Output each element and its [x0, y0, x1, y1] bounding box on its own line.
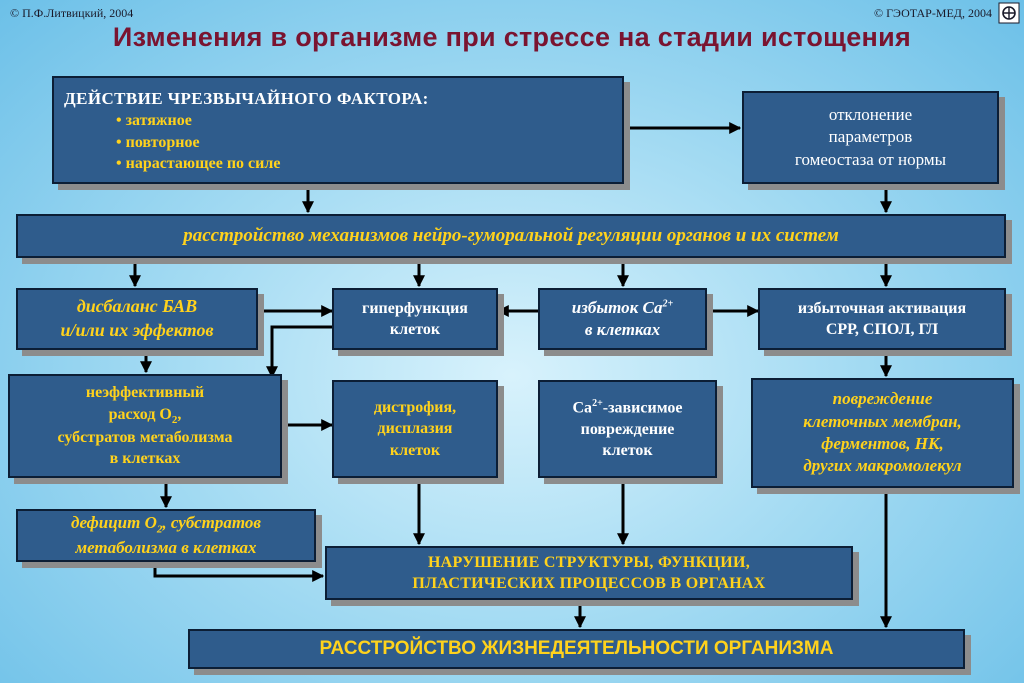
- disruption-line: НАРУШЕНИЕ СТРУКТУРЫ, ФУНКЦИИ,: [427, 553, 751, 571]
- factor-item: • повторное: [116, 133, 200, 151]
- ca-damage-line: клеток: [602, 441, 653, 459]
- arrow-deficit-to-disruption: [153, 562, 325, 582]
- deficit-line: дефицит О2, субстратов: [71, 512, 261, 536]
- ineffective-line: неэффективный: [85, 384, 205, 402]
- factor-heading: ДЕЙСТВИЕ ЧРЕЗВЫЧАЙНОГО ФАКТОРА:: [64, 89, 429, 108]
- factor-box: ДЕЙСТВИЕ ЧРЕЗВЫЧАЙНОГО ФАКТОРА: • затяжн…: [52, 76, 624, 184]
- hyperfunction-box: гиперфункция клеток: [332, 288, 498, 350]
- ineffective-box: неэффективный расход О2, субстратов мета…: [8, 374, 282, 478]
- membrane-line: других макромолекул: [803, 456, 962, 476]
- calcium-excess-line: избыток Са2+: [571, 297, 674, 317]
- ineffective-line: в клетках: [109, 450, 181, 468]
- ca-damage-box: Са2+-зависимое повреждение клеток: [538, 380, 717, 478]
- homeostasis-line: параметров: [828, 127, 913, 147]
- organ-disruption-box: НАРУШЕНИЕ СТРУКТУРЫ, ФУНКЦИИ, ПЛАСТИЧЕСК…: [325, 546, 853, 600]
- bav-line: и/или их эффектов: [60, 320, 214, 340]
- membrane-damage-box: повреждение клеточных мембран, ферментов…: [751, 378, 1014, 488]
- ineffective-line: расход О2,: [108, 405, 182, 426]
- activation-line: избыточная активация: [797, 299, 967, 317]
- copyright-left: © П.Ф.Литвицкий, 2004: [10, 6, 134, 20]
- copyright-right: © ГЭОТАР-МЕД, 2004: [873, 6, 992, 20]
- activation-line: СРР, СПОЛ, ГЛ: [825, 321, 939, 338]
- arrow-hyperfunction-to-ineffective: [266, 325, 332, 379]
- hyperfunction-line: клеток: [389, 321, 441, 338]
- homeostasis-line: отклонение: [828, 104, 913, 124]
- calcium-excess-box: избыток Са2+ в клетках: [538, 288, 707, 350]
- disruption-line: ПЛАСТИЧЕСКИХ ПРОЦЕССОВ В ОРГАНАХ: [412, 575, 766, 592]
- deficit-box: дефицит О2, субстратов метаболизма в кле…: [16, 509, 316, 562]
- regulation-box: расстройство механизмов нейро-гуморально…: [16, 214, 1006, 258]
- dystrophy-line: клеток: [389, 441, 441, 459]
- bav-box: дисбаланс БАВ и/или их эффектов: [16, 288, 258, 350]
- factor-item: • затяжное: [116, 112, 192, 130]
- activation-box: избыточная активация СРР, СПОЛ, ГЛ: [758, 288, 1006, 350]
- homeostasis-line: гомеостаза от нормы: [794, 149, 947, 169]
- membrane-line: повреждение: [832, 389, 933, 409]
- homeostasis-box: отклонение параметров гомеостаза от норм…: [742, 91, 999, 184]
- deficit-line: метаболизма в клетках: [75, 537, 257, 557]
- membrane-line: ферментов, НК,: [821, 434, 944, 453]
- dystrophy-box: дистрофия, дисплазия клеток: [332, 380, 498, 478]
- final-outcome-text: РАССТРОЙСТВО ЖИЗНЕДЕЯТЕЛЬНОСТИ ОРГАНИЗМА: [319, 638, 834, 660]
- membrane-line: клеточных мембран,: [803, 411, 962, 431]
- ca-damage-line: Са2+-зависимое: [572, 398, 683, 417]
- ineffective-line: субстратов метаболизма: [57, 429, 233, 447]
- dystrophy-line: дистрофия,: [373, 399, 457, 417]
- bav-line: дисбаланс БАВ: [76, 296, 198, 317]
- regulation-text: расстройство механизмов нейро-гуморально…: [183, 225, 839, 247]
- factor-item: • нарастающее по силе: [116, 154, 281, 172]
- final-outcome-box: РАССТРОЙСТВО ЖИЗНЕДЕЯТЕЛЬНОСТИ ОРГАНИЗМА: [188, 629, 965, 669]
- calcium-excess-line: в клетках: [584, 320, 661, 339]
- page-title: Изменения в организме при стрессе на ста…: [112, 22, 912, 52]
- hyperfunction-line: гиперфункция: [362, 299, 468, 317]
- ca-damage-line: повреждение: [580, 420, 675, 438]
- dystrophy-line: дисплазия: [377, 420, 453, 438]
- publisher-logo-icon: [998, 2, 1020, 24]
